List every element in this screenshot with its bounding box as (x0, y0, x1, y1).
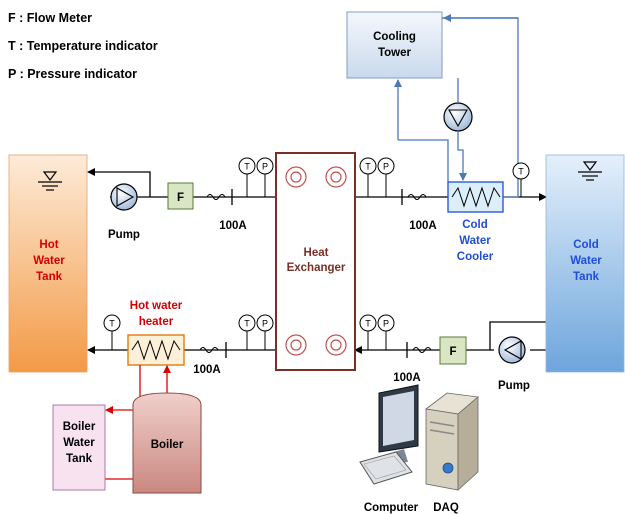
flow-meter-symbol: F (177, 192, 184, 204)
gauges-hx-hot-outlet: T P (238, 314, 274, 350)
temperature-indicator (238, 314, 256, 332)
hot-water-tank: Hot Water Tank (8, 154, 88, 373)
daq-label: DAQ (433, 502, 459, 514)
daq-icon: DAQ (425, 392, 479, 514)
orifice-bottom-left: 100A (193, 342, 227, 376)
temperature-indicator (359, 157, 377, 175)
svg-text:T: T (244, 319, 250, 329)
pipe-size-label: 100A (393, 372, 421, 384)
water-level-icon (578, 161, 602, 181)
temperature-indicator (103, 314, 121, 332)
temperature-indicator (512, 162, 530, 180)
boiler-tank-label-3: Tank (66, 453, 93, 465)
cold-water-tank: Cold Water Tank (545, 154, 625, 373)
heat-exchanger-label-1: Heat (304, 247, 329, 259)
svg-text:P: P (383, 319, 389, 329)
cold-water-cooler: Cold Water Cooler (447, 181, 504, 263)
orifice-top-left: 100A (206, 189, 247, 232)
gauges-hx-outlet: T P (359, 157, 395, 197)
orifice-bottom-right: 100A (393, 342, 432, 384)
boiler-tank-label-2: Water (63, 437, 95, 449)
temperature-indicator (359, 314, 377, 332)
pressure-indicator (256, 157, 274, 175)
pipe-size-label: 100A (193, 364, 221, 376)
gauge-cold-tank-inlet: T (512, 162, 530, 197)
hot-tank-label-2: Water (33, 255, 65, 267)
heater-label-1: Hot water (130, 300, 183, 312)
pump-label: Pump (498, 380, 530, 392)
svg-text:T: T (244, 162, 250, 172)
cooling-tower-label-2: Tower (378, 47, 412, 59)
pipe-size-label: 100A (219, 220, 247, 232)
svg-text:T: T (109, 319, 115, 329)
cooler-label-1: Cold (462, 219, 488, 231)
svg-text:P: P (262, 162, 268, 172)
cooling-tower: Cooling Tower (346, 11, 443, 79)
pressure-indicator (377, 314, 395, 332)
heat-exchanger: Heat Exchanger (275, 152, 356, 371)
hot-tank-label-1: Hot (39, 239, 58, 251)
boiler: Boiler (132, 392, 202, 494)
cooling-water-loop (394, 14, 519, 198)
water-level-icon (38, 171, 62, 191)
legend-temperature: T : Temperature indicator (8, 39, 158, 53)
cooler-label-2: Water (459, 235, 491, 247)
cooling-water-pump (443, 102, 473, 132)
hot-tank-label-3: Tank (36, 271, 63, 283)
flow-meter-top: F (167, 182, 194, 210)
cold-side-pump: Pump (498, 336, 530, 392)
cooling-tower-label-1: Cooling (373, 31, 416, 43)
temperature-indicator (238, 157, 256, 175)
legend-pressure: P : Pressure indicator (8, 67, 137, 81)
pipe-size-label: 100A (409, 220, 437, 232)
flow-meter-bottom: F (439, 336, 467, 365)
hot-water-heater: Hot water heater (127, 300, 185, 366)
boiler-label: Boiler (151, 439, 184, 451)
hot-side-pump: Pump (108, 183, 140, 241)
gauges-hx-cold-inlet: T P (359, 314, 395, 350)
flow-meter-symbol: F (449, 346, 456, 358)
heater-label-2: heater (139, 316, 174, 328)
boiler-tank-label-1: Boiler (63, 421, 96, 433)
pressure-indicator (377, 157, 395, 175)
legend: F : Flow Meter T : Temperature indicator… (8, 11, 158, 81)
svg-text:P: P (383, 162, 389, 172)
gauges-hx-inlet: T P (238, 157, 274, 197)
heat-exchanger-label-2: Exchanger (287, 262, 346, 274)
svg-text:T: T (365, 319, 371, 329)
port-icons (285, 166, 347, 356)
legend-flow-meter: F : Flow Meter (8, 11, 92, 25)
computer-label: Computer (364, 502, 419, 514)
cooler-label-3: Cooler (457, 251, 494, 263)
pump-label: Pump (108, 229, 140, 241)
computer-icon: Computer (359, 384, 419, 514)
cold-tank-label-1: Cold (573, 239, 599, 251)
gauge-hot-tank-inlet: T (103, 314, 121, 350)
orifice-top-right: 100A (401, 189, 437, 232)
svg-text:T: T (518, 167, 524, 177)
piping (87, 168, 547, 354)
pressure-indicator (256, 314, 274, 332)
cold-tank-label-3: Tank (573, 271, 600, 283)
cold-tank-label-2: Water (570, 255, 602, 267)
svg-text:T: T (365, 162, 371, 172)
boiler-water-tank: Boiler Water Tank (52, 404, 106, 491)
svg-text:P: P (262, 319, 268, 329)
